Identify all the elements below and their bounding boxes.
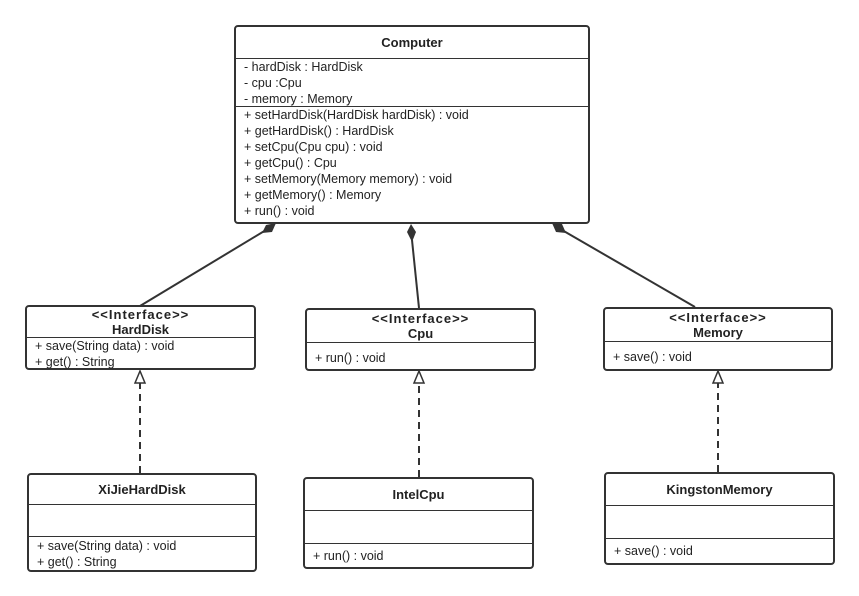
attributes	[29, 505, 255, 536]
triangle-arrow-icon	[133, 369, 147, 384]
attributes: - hardDisk : HardDisk - cpu :Cpu - memory …	[236, 59, 588, 106]
member: + getCpu() : Cpu	[244, 156, 337, 170]
class-header: <<Interface>>Memory	[605, 309, 831, 342]
interface-memory[interactable]: <<Interface>>Memory + save() : void	[603, 307, 833, 371]
member: - hardDisk : HardDisk	[244, 60, 363, 74]
class-name: KingstonMemory	[606, 474, 833, 506]
diamond-icon	[262, 223, 276, 233]
diamond-icon	[407, 224, 416, 242]
member: + save() : void	[614, 544, 693, 558]
composition-cpu	[411, 239, 420, 309]
member: + setHardDisk(HardDisk hardDisk) : void	[244, 108, 469, 122]
methods: + save() : void	[605, 342, 831, 369]
member: + run() : void	[244, 204, 315, 218]
stereotype: <<Interface>>	[669, 310, 767, 325]
interface-harddisk[interactable]: <<Interface>>HardDisk + save(String data…	[25, 305, 256, 370]
class-computer[interactable]: Computer - hardDisk : HardDisk - cpu :Cpu…	[234, 25, 590, 224]
member: + setMemory(Memory memory) : void	[244, 172, 453, 186]
composition-memory	[561, 229, 696, 308]
methods: + setHardDisk(HardDisk hardDisk) : void +…	[236, 106, 588, 222]
attributes	[606, 506, 833, 538]
methods: + run() : void	[307, 343, 534, 369]
member: + setCpu(Cpu cpu) : void	[244, 140, 383, 154]
methods: + save(String data) : void + get() : Stri…	[29, 536, 255, 570]
member: + save(String data) : void	[35, 339, 175, 353]
class-name: HardDisk	[111, 322, 170, 337]
member: - cpu :Cpu	[244, 76, 302, 90]
class-header: <<Interface>>Cpu	[307, 310, 534, 343]
member: + getMemory() : Memory	[244, 188, 382, 202]
member: + get() : String	[35, 355, 115, 369]
member: + save() : void	[613, 350, 692, 364]
member: + run() : void	[313, 549, 384, 563]
class-kingstonmemory[interactable]: KingstonMemory + save() : void	[604, 472, 835, 565]
methods: + save() : void	[606, 538, 833, 563]
class-name: Memory	[693, 325, 743, 340]
triangle-arrow-icon	[412, 369, 426, 384]
class-name: XiJieHardDisk	[29, 475, 255, 506]
class-xijieharddisk[interactable]: XiJieHardDisk + save(String data) : void…	[27, 473, 257, 572]
methods: + save(String data) : void + get() : Stri…	[27, 338, 254, 370]
member: + getHardDisk() : HardDisk	[244, 124, 394, 138]
class-name: Computer	[236, 27, 588, 59]
diamond-icon	[552, 223, 566, 233]
interface-cpu[interactable]: <<Interface>>Cpu + run() : void	[305, 308, 536, 371]
class-name: IntelCpu	[305, 479, 532, 511]
member: - memory : Memory	[244, 92, 353, 106]
triangle-arrow-icon	[711, 369, 725, 384]
class-intelcpu[interactable]: IntelCpu + run() : void	[303, 477, 534, 569]
class-header: <<Interface>>HardDisk	[27, 307, 254, 338]
stereotype: <<Interface>>	[371, 311, 470, 326]
stereotype: <<Interface>>	[91, 307, 190, 322]
attributes	[305, 511, 532, 543]
class-name: Cpu	[407, 326, 434, 341]
member: + get() : String	[37, 555, 117, 569]
member: + run() : void	[315, 351, 386, 365]
composition-harddisk	[139, 229, 267, 307]
member: + save(String data) : void	[37, 539, 177, 553]
methods: + run() : void	[305, 543, 532, 567]
